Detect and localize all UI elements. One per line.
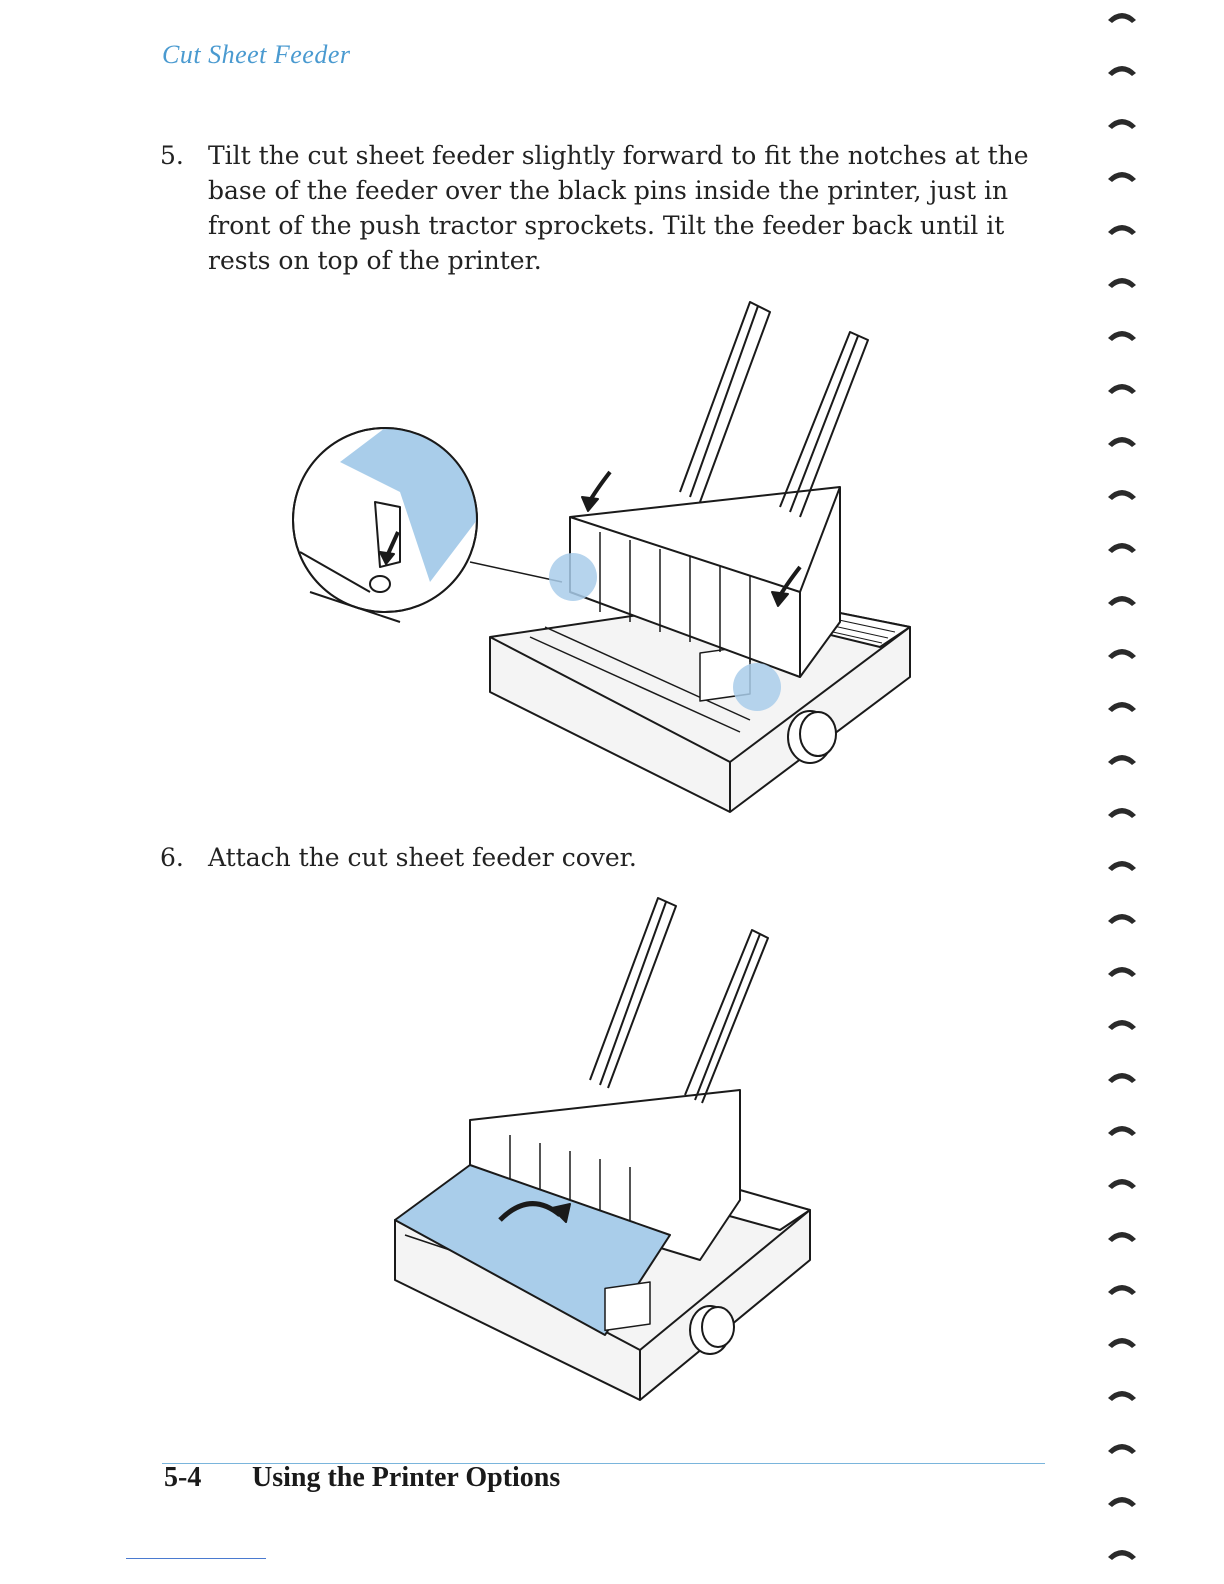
step-number: 6. <box>160 843 184 872</box>
footer-title: Using the Printer Options <box>252 1462 561 1493</box>
step-6: 6. Attach the cut sheet feeder cover. <box>160 840 1040 875</box>
spiral-binding-icon <box>1108 13 1136 1560</box>
step-5: 5. Tilt the cut sheet feeder slightly fo… <box>160 138 1040 278</box>
step-number: 5. <box>160 141 184 170</box>
printer-feeder-install-illustration <box>292 301 911 813</box>
page-number: 5-4 <box>164 1462 202 1493</box>
printer-feeder-cover-illustration <box>394 897 811 1401</box>
bottom-rule <box>126 1558 266 1559</box>
step-text: Attach the cut sheet feeder cover. <box>208 843 637 872</box>
footer-rule <box>162 1463 1045 1464</box>
running-head: Cut Sheet Feeder <box>162 40 351 69</box>
step-text: Tilt the cut sheet feeder slightly forwa… <box>208 141 1029 275</box>
